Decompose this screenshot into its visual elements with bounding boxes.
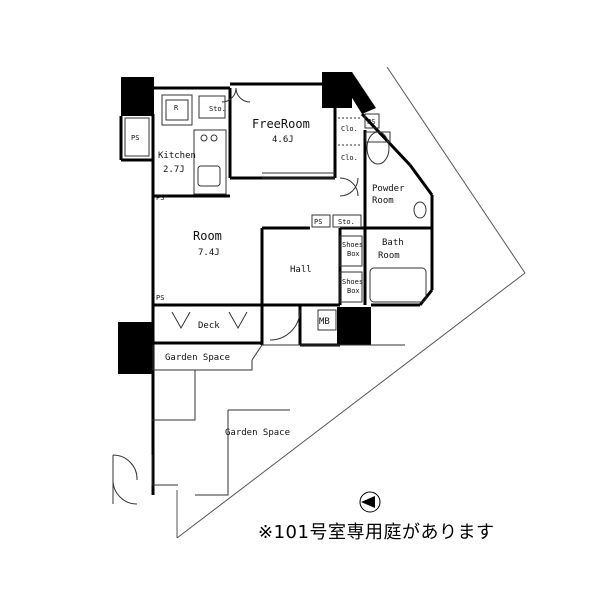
ps-left-label: PS	[131, 134, 139, 142]
ps-right-label: PS	[367, 118, 375, 126]
free-room-label: FreeRoom	[252, 117, 310, 131]
powder-room-label-line2: Room	[372, 196, 394, 206]
kitchen-label: Kitchen	[158, 151, 196, 161]
garden-note: ※101号室専用庭があります	[258, 522, 495, 543]
sto-top-label: Sto.	[209, 105, 226, 113]
fridge-label: R	[174, 104, 179, 112]
clo-label-2: Clo.	[341, 154, 358, 162]
deck-label: Deck	[198, 321, 220, 331]
site-boundary	[176, 66, 526, 539]
room-size: 7.4J	[198, 248, 220, 258]
room-label: Room	[193, 229, 222, 243]
kitchen-size: 2.7J	[163, 165, 185, 175]
mb-label: MB	[319, 317, 330, 327]
hall-label: Hall	[290, 265, 312, 275]
garden-space-label-1: Garden Space	[165, 353, 230, 363]
bath-room-label-line1: Bath	[382, 238, 404, 248]
bath-room-label-line2: Room	[378, 251, 400, 261]
thin-lines	[112, 87, 427, 505]
ps-small-1-label: PS	[156, 194, 164, 202]
structural-columns	[118, 72, 376, 374]
garden-space-label-2: Garden Space	[225, 428, 290, 438]
powder-room-label-line1: Powder	[372, 184, 405, 194]
shoes-box-1-line2: Box	[347, 250, 360, 258]
shoes-box-1-line1: Shoes	[342, 241, 363, 249]
free-room-size: 4.6J	[272, 135, 294, 145]
shoes-box-2-line1: Shoes	[342, 278, 363, 286]
north-arrow-icon	[359, 491, 381, 513]
sto-center-label: Sto.	[338, 218, 355, 226]
clo-label-1: Clo.	[341, 125, 358, 133]
ps-small-2-label: PS	[156, 294, 164, 302]
shoes-box-2-line2: Box	[347, 287, 360, 295]
ps-center-label: PS	[314, 218, 322, 226]
